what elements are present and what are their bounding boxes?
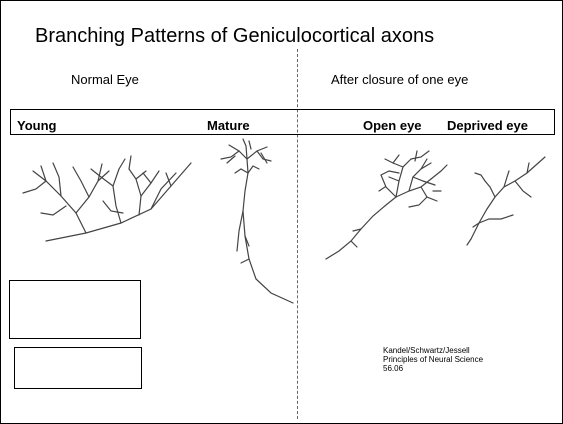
open-eye-axon-drawing: [326, 151, 447, 259]
blank-box-lower: [14, 347, 142, 389]
deprived-eye-axon-drawing: [467, 157, 545, 245]
mature-axon-drawing: [221, 139, 293, 303]
blank-box-upper: [9, 280, 141, 339]
citation-line-2: Principles of Neural Science: [383, 355, 483, 364]
citation: Kandel/Schwartz/Jessell Principles of Ne…: [383, 346, 483, 373]
young-axon-drawing: [23, 156, 191, 241]
citation-line-1: Kandel/Schwartz/Jessell: [383, 346, 483, 355]
citation-line-3: 56.06: [383, 364, 483, 373]
